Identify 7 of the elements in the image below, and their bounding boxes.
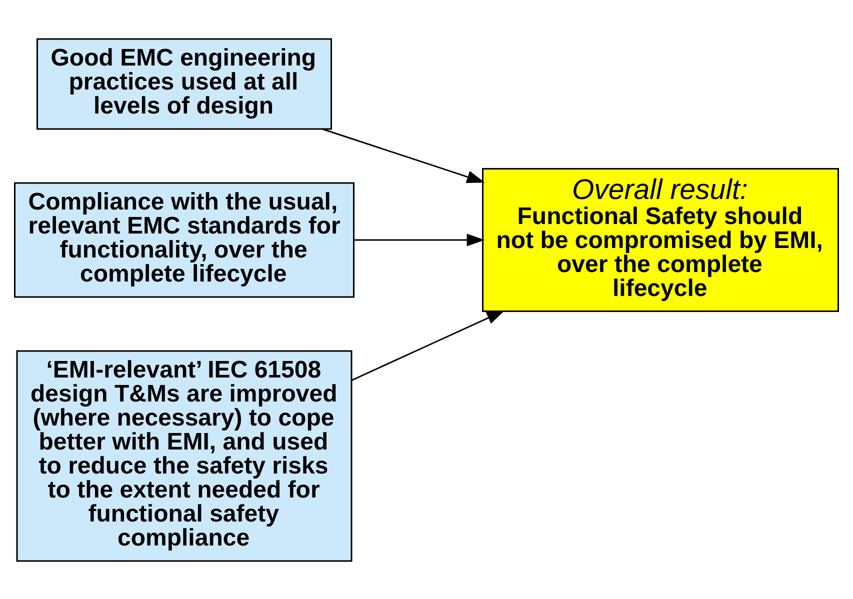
node-box: Compliance with the usual, relevant EMC standards for functionality, over the complete lifecycle — [14, 182, 354, 298]
node-box: ‘EMI-relevant’ IEC 61508 design T&Ms are improved (where necessary) to cope better with EMI, and used to reduce the safety risks to the extent needed for functional safety compliance — [16, 350, 352, 562]
node-box: Good EMC engineering practices used at all levels of design — [36, 38, 332, 130]
arrow — [354, 233, 485, 246]
arrow — [352, 310, 505, 380]
arrow — [322, 128, 485, 182]
node-box: Overall result: Functional Safety should not be compromised by EMI, over the complete lifecycle — [482, 168, 839, 312]
